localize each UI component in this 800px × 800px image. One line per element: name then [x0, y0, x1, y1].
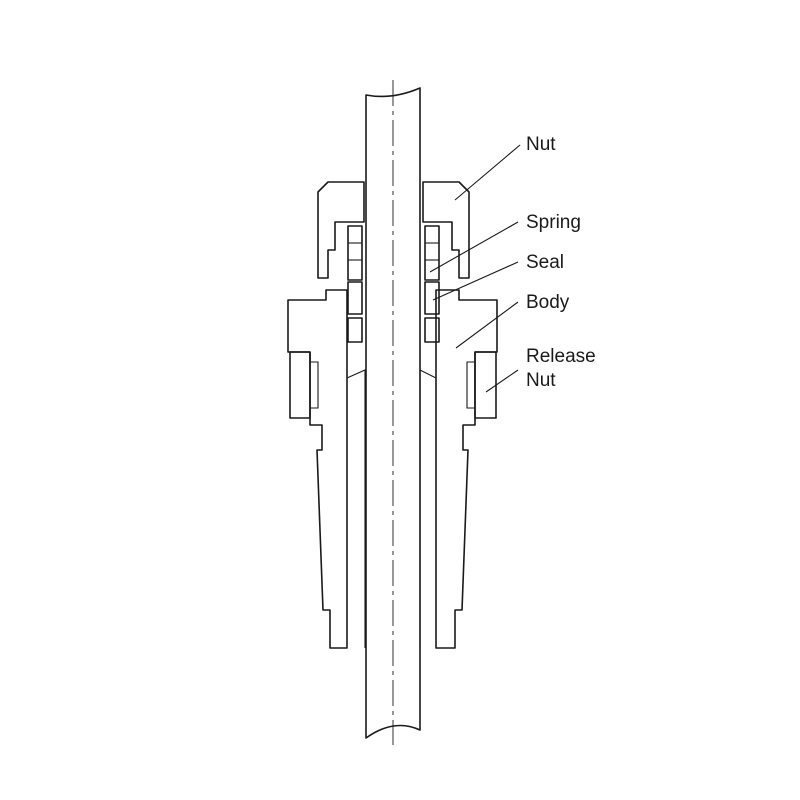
seal-left [347, 281, 363, 315]
label-body: Body [526, 292, 570, 313]
leader-nut [454, 144, 521, 201]
collet-left [347, 317, 363, 343]
leader-spring [429, 221, 519, 273]
label-release: Release [526, 346, 596, 367]
leader-release-nut [485, 369, 519, 393]
collet-right [424, 317, 440, 343]
release-nut-left [289, 351, 311, 419]
nut-left [317, 181, 365, 279]
label-spring: Spring [526, 212, 581, 233]
leader-seal [432, 261, 519, 301]
body-right [435, 289, 498, 649]
spring-right [424, 225, 440, 281]
release-nut-right [474, 351, 497, 419]
seal-right [424, 281, 440, 315]
nut-right [422, 181, 470, 279]
leader-body [455, 301, 519, 349]
label-nut: Nut [526, 134, 556, 155]
tube [365, 87, 421, 739]
body-left [287, 289, 348, 649]
spring-left [347, 225, 363, 281]
label-release-nut: Nut [526, 370, 556, 391]
label-seal: Seal [526, 252, 564, 273]
